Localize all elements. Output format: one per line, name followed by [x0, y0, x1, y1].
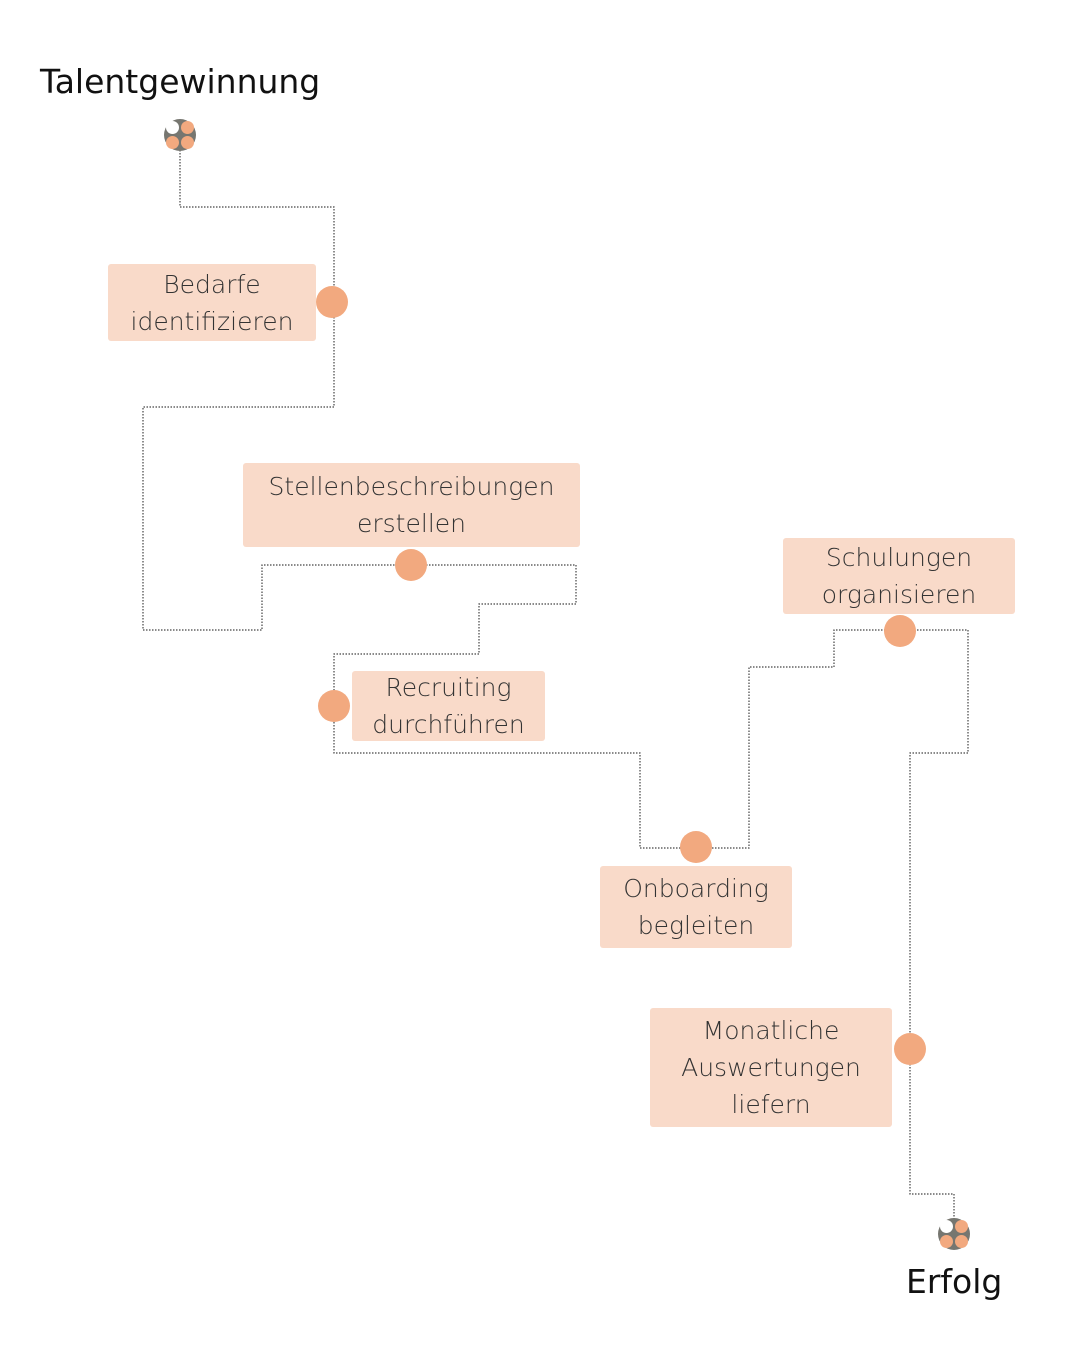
step-dot: [316, 286, 348, 318]
step-dot: [395, 549, 427, 581]
step-dot: [318, 690, 350, 722]
start-title: Talentgewinnung: [40, 62, 321, 101]
end-title: Erfolg: [906, 1262, 1003, 1301]
step-dot: [680, 831, 712, 863]
step-box: Monatliche Auswertungen liefern: [650, 1008, 892, 1127]
step-dot: [884, 615, 916, 647]
step-box: Bedarfe identifizieren: [108, 264, 316, 341]
step-box: Recruiting durchführen: [352, 671, 545, 741]
step-box: Onboarding begleiten: [600, 866, 792, 948]
step-box: Stellenbeschreibungen erstellen: [243, 463, 580, 547]
end-icon: [938, 1218, 970, 1250]
step-dot: [894, 1033, 926, 1065]
step-box: Schulungen organisieren: [783, 538, 1015, 614]
start-icon: [164, 119, 196, 151]
